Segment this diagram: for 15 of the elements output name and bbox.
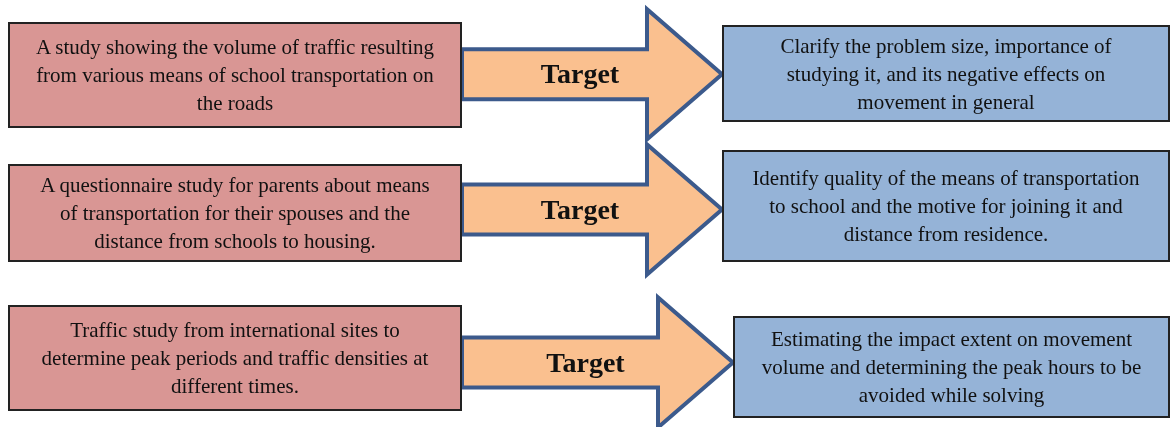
box-text: Identify quality of the means of transportation to school and the motive for joining it and distance from residence.: [751, 165, 1141, 248]
text-box: [722, 150, 1170, 262]
box-text: Estimating the impact extent on movement volume and determining the peak hours to be avoided while solving: [760, 326, 1143, 409]
edge-label: Target: [540, 58, 620, 91]
box-text: Clarify the problem size, importance of studying it, and its negative effects on movement in general: [779, 32, 1113, 116]
text-box: [8, 22, 462, 128]
box-text: A questionnaire study for parents about means of transportation for their spouses and the distance from schools to housing.: [39, 172, 431, 255]
text-box: [8, 305, 462, 411]
box-text: A study showing the volume of traffic resulting from various means of school transportation on the roads: [35, 34, 435, 117]
box-text: Traffic study from international sites to determine peak periods and traffic densities at different times.: [40, 317, 430, 400]
edge-label: Target: [540, 193, 620, 226]
text-box: [733, 316, 1170, 418]
text-box: [722, 25, 1170, 122]
text-box: [8, 164, 462, 262]
edge-label: Target: [546, 346, 625, 379]
